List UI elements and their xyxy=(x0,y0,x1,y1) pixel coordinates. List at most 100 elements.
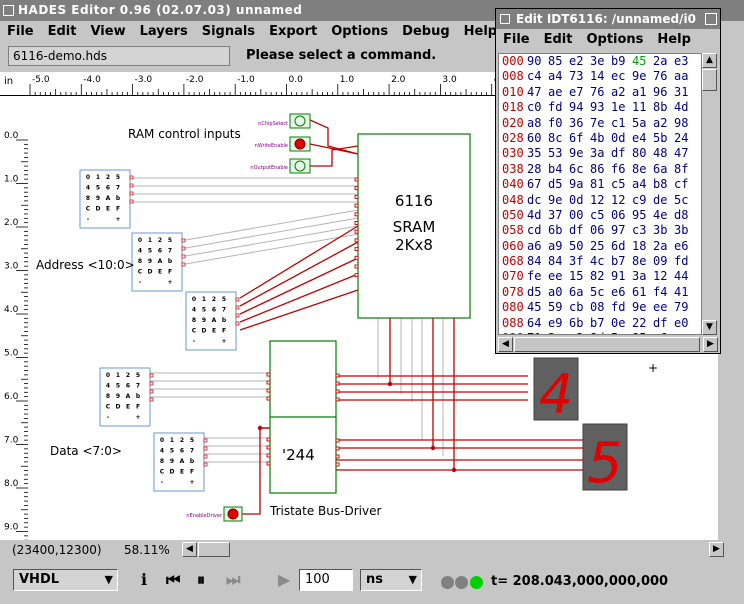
hex-byte[interactable]: 60 xyxy=(527,130,542,145)
hex-byte[interactable]: 31 xyxy=(674,84,689,99)
hex-key[interactable]: 5 xyxy=(202,307,206,314)
hex-byte[interactable]: 53 xyxy=(548,146,563,161)
hex-byte[interactable]: 3a xyxy=(590,146,605,161)
hex-key[interactable]: 8 xyxy=(192,317,196,324)
memory-menu-options[interactable]: Options xyxy=(586,32,644,47)
hex-key[interactable]: C xyxy=(106,404,111,411)
hex-key[interactable]: 2 xyxy=(106,174,110,181)
hex-byte[interactable]: 36 xyxy=(569,115,584,130)
hex-byte[interactable]: 12 xyxy=(590,192,605,207)
hex-byte[interactable]: a9 xyxy=(548,238,563,253)
hex-key[interactable]: C xyxy=(86,206,91,213)
hex-byte[interactable]: 0d xyxy=(569,192,584,207)
hex-byte[interactable]: dc xyxy=(527,192,542,207)
hex-key[interactable]: 4 xyxy=(138,248,142,255)
hex-key[interactable]: - xyxy=(161,479,164,486)
hex-key[interactable]: D xyxy=(148,269,153,276)
hex-key[interactable]: E xyxy=(212,328,216,335)
hex-byte[interactable]: 67 xyxy=(527,177,542,192)
hex-byte[interactable]: 09 xyxy=(653,254,668,269)
hex-byte[interactable]: 3b xyxy=(674,223,689,238)
memory-menu-help[interactable]: Help xyxy=(657,32,691,47)
hex-byte[interactable]: 6a xyxy=(653,161,668,176)
hex-byte[interactable]: 45 xyxy=(632,54,647,68)
scroll-left-button[interactable]: ◀ xyxy=(182,542,197,557)
language-select[interactable]: VHDL▼ xyxy=(13,569,118,591)
hex-key[interactable]: 5 xyxy=(136,372,140,379)
hex-byte[interactable]: 2a xyxy=(653,54,668,68)
window-menu-icon[interactable] xyxy=(3,5,14,16)
canvas-vertical-scrollbar[interactable] xyxy=(718,72,744,542)
hex-key[interactable]: + xyxy=(167,279,172,286)
hex-byte[interactable]: 11 xyxy=(632,100,647,115)
hex-key[interactable]: 6 xyxy=(106,185,110,192)
hex-byte[interactable]: 96 xyxy=(653,84,668,99)
hex-key[interactable]: 0 xyxy=(86,174,90,181)
hex-key[interactable]: + xyxy=(221,338,226,345)
hex-byte[interactable]: 4e xyxy=(653,207,668,222)
hex-byte[interactable]: 48 xyxy=(653,146,668,161)
hex-key[interactable]: 5 xyxy=(190,437,194,444)
hex-byte[interactable]: 73 xyxy=(569,69,584,84)
schematic-svg[interactable]: 6116 SRAM 2Kx8 '244 Tristate Bus-Driver … xyxy=(28,96,718,540)
hex-key[interactable]: - xyxy=(87,216,90,223)
hex-byte[interactable]: 35 xyxy=(527,146,542,161)
hex-byte[interactable]: 94 xyxy=(569,100,584,115)
hex-byte[interactable]: 4d xyxy=(674,100,689,115)
hex-key[interactable]: 1 xyxy=(170,437,174,444)
hex-byte[interactable]: ... xyxy=(674,331,696,334)
hex-key[interactable]: F xyxy=(168,269,172,276)
hex-byte[interactable]: 5c xyxy=(674,192,689,207)
hex-byte[interactable]: 14 xyxy=(590,69,605,84)
scroll-right-button[interactable]: ▶ xyxy=(703,337,718,352)
hex-byte[interactable]: 59 xyxy=(548,300,563,315)
scroll-thumb[interactable] xyxy=(702,69,717,91)
hex-key[interactable]: 7 xyxy=(116,185,120,192)
hex-key[interactable]: 4 xyxy=(192,307,196,314)
hex-byte[interactable]: 80 xyxy=(632,146,647,161)
hex-byte[interactable]: c5 xyxy=(590,207,605,222)
hex-key[interactable]: 1 xyxy=(96,174,100,181)
hex-key[interactable]: A xyxy=(180,458,185,465)
hex-byte[interactable]: ee xyxy=(653,300,668,315)
hex-byte[interactable]: 6f xyxy=(569,130,584,145)
menu-file[interactable]: File xyxy=(7,24,34,39)
hex-byte[interactable]: 25 xyxy=(590,238,605,253)
menu-edit[interactable]: Edit xyxy=(47,24,77,39)
hex-key[interactable]: A xyxy=(158,258,163,265)
hex-byte[interactable]: 93 xyxy=(590,100,605,115)
window-menu-icon[interactable] xyxy=(500,14,510,24)
hex-key[interactable]: 7 xyxy=(190,448,194,455)
menu-signals[interactable]: Signals xyxy=(201,24,256,39)
hex-key[interactable]: 8 xyxy=(86,195,90,202)
hex-byte[interactable]: d5 xyxy=(527,284,542,299)
hex-byte[interactable]: cf xyxy=(674,177,689,192)
hex-byte[interactable]: e6 xyxy=(674,238,689,253)
hex-key[interactable]: C xyxy=(160,469,165,476)
hex-byte[interactable]: 76 xyxy=(590,84,605,99)
hex-key[interactable]: 5 xyxy=(168,237,172,244)
hex-key[interactable]: 5 xyxy=(222,296,226,303)
rewind-icon[interactable]: ⏮ xyxy=(166,570,181,589)
hex-key[interactable]: A xyxy=(212,317,217,324)
hex-byte[interactable]: 12 xyxy=(653,269,668,284)
hex-byte[interactable]: 85 xyxy=(548,54,563,68)
memory-menu-edit[interactable]: Edit xyxy=(543,32,573,47)
hex-key[interactable]: + xyxy=(135,414,140,421)
hex-key[interactable]: 9 xyxy=(202,317,206,324)
hex-byte[interactable]: 9e xyxy=(569,146,584,161)
scroll-thumb[interactable] xyxy=(514,337,700,352)
hex-byte[interactable]: df xyxy=(611,146,626,161)
hex-byte[interactable]: 86 xyxy=(590,161,605,176)
hex-byte[interactable]: 6a xyxy=(569,284,584,299)
hex-byte[interactable]: 4d xyxy=(527,207,542,222)
hex-key[interactable]: 7 xyxy=(168,248,172,255)
hex-byte[interactable]: 28 xyxy=(527,161,542,176)
hex-key[interactable]: 9 xyxy=(96,195,100,202)
hex-byte[interactable]: e2 xyxy=(569,54,584,68)
hex-byte[interactable]: 4c xyxy=(590,254,605,269)
hex-key[interactable]: C xyxy=(192,328,197,335)
